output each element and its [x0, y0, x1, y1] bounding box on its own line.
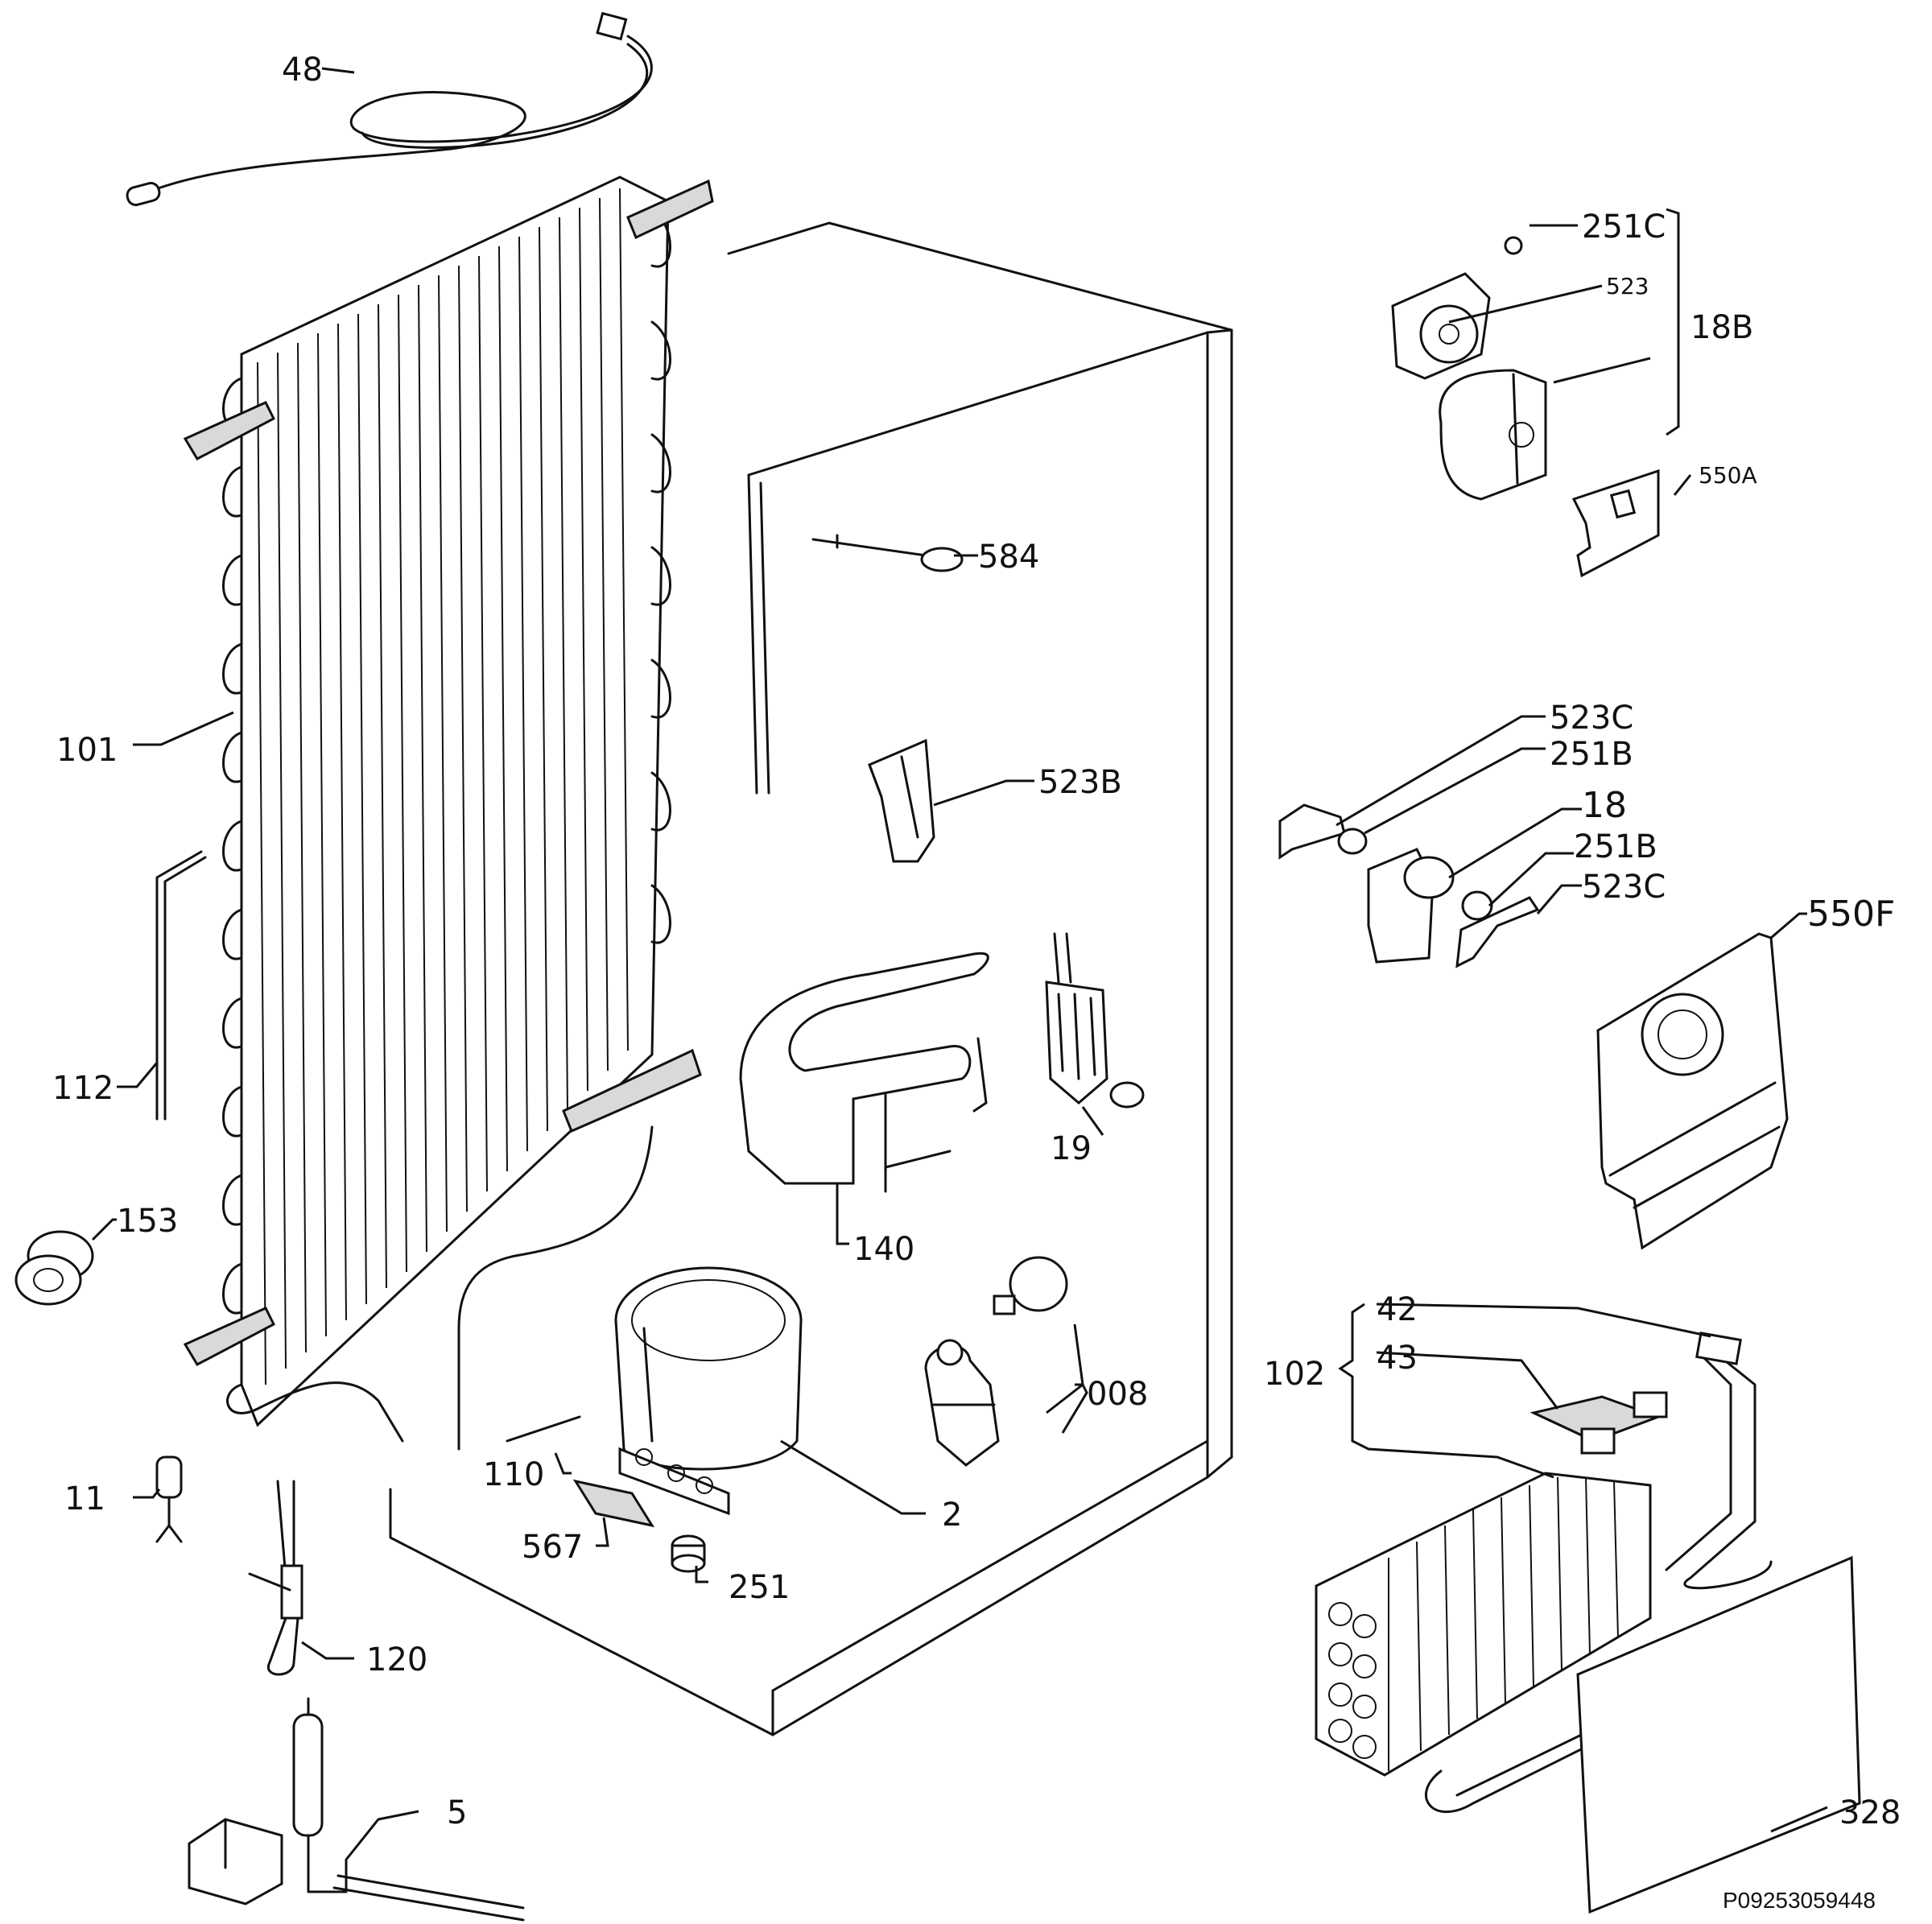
label-42: 42 — [1377, 1291, 1418, 1328]
label-5: 5 — [447, 1794, 467, 1831]
label-251: 251 — [729, 1569, 790, 1606]
label-567: 567 — [522, 1529, 583, 1566]
label-18: 18 — [1582, 785, 1627, 826]
sensor-584 — [811, 534, 964, 572]
label-584: 584 — [978, 539, 1039, 576]
label-251b-top: 251B — [1550, 736, 1633, 773]
label-328: 328 — [1839, 1794, 1901, 1831]
label-18b: 18B — [1690, 309, 1753, 346]
label-19: 19 — [1051, 1130, 1092, 1167]
label-523c-top: 523C — [1550, 700, 1633, 737]
label-43: 43 — [1377, 1340, 1418, 1377]
label-550a: 550A — [1699, 462, 1757, 489]
fan-cover-550f — [1596, 932, 1789, 1250]
label-251b-bot: 251B — [1574, 828, 1657, 865]
label-523c-bot: 523C — [1582, 869, 1666, 906]
label-523: 523 — [1606, 273, 1649, 299]
part-labels: 48 251C 523 18B 550A 584 101 523C 251B 1… — [52, 52, 1901, 1913]
heater-19 — [1045, 932, 1145, 1109]
label-120: 120 — [366, 1641, 427, 1678]
filter-drier-5 — [188, 1697, 525, 1922]
leader-lines — [91, 67, 1828, 1860]
label-110: 110 — [483, 1456, 544, 1493]
label-008: 008 — [1087, 1376, 1148, 1413]
valve-11 — [155, 1455, 183, 1543]
cover-550a — [1571, 469, 1660, 578]
label-2: 2 — [942, 1497, 962, 1534]
bracket-523b — [868, 738, 935, 863]
label-101: 101 — [56, 732, 118, 769]
label-153: 153 — [117, 1203, 178, 1240]
label-48: 48 — [282, 52, 323, 89]
label-550f: 550F — [1807, 894, 1895, 935]
plate-567 — [572, 1479, 655, 1528]
relay-008 — [924, 1256, 1068, 1467]
compressor-2 — [614, 1266, 803, 1516]
drawing-code: P09253059448 — [1723, 1888, 1876, 1913]
heater-element-120 — [248, 1480, 303, 1676]
heater-tube-112 — [155, 850, 207, 1121]
label-140: 140 — [853, 1231, 914, 1268]
label-11: 11 — [64, 1480, 105, 1517]
grommet-251 — [671, 1534, 706, 1573]
evaporator-102 — [1315, 1332, 1773, 1814]
bushing-153 — [14, 1230, 94, 1306]
condenser-101 — [183, 175, 714, 1451]
label-523b: 523B — [1038, 764, 1122, 801]
fan-motor-assembly-18b — [1391, 236, 1547, 501]
drain-tray-140 — [739, 952, 989, 1193]
cabinet-body — [389, 221, 1233, 1736]
label-102: 102 — [1264, 1356, 1325, 1393]
pipe-110 — [506, 1415, 581, 1443]
fan-motor-18 — [1278, 803, 1540, 968]
sensor-cable-48 — [126, 11, 653, 207]
label-112: 112 — [52, 1070, 114, 1107]
label-251c: 251C — [1582, 209, 1666, 246]
